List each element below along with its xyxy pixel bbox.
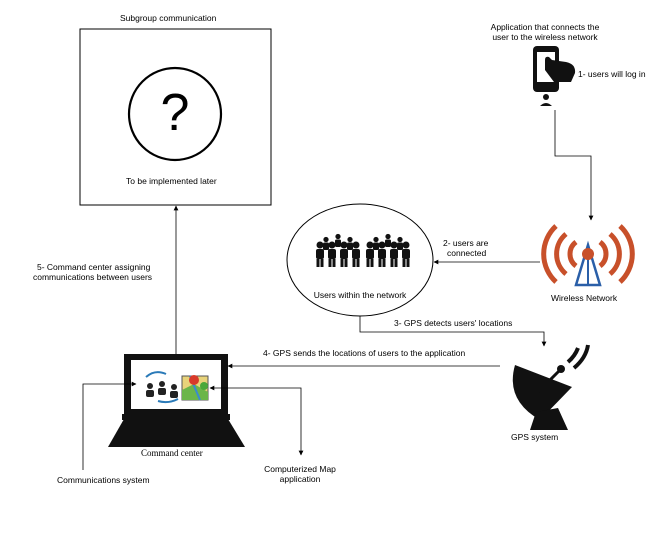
question-mark: ? <box>160 84 190 142</box>
connector-comms-system <box>82 381 137 470</box>
question-circle <box>127 66 223 162</box>
phone-touch-icon <box>533 46 576 106</box>
application-label-line1: Application that connects the <box>490 22 600 32</box>
step5-label-line1: 5- Command center assigning <box>37 262 151 272</box>
satellite-dish-icon <box>512 344 590 430</box>
subgroup-title: Subgroup communication <box>120 13 217 23</box>
step3-label: 3- GPS detects users' locations <box>394 318 513 328</box>
step2-label-line1: 2- users are <box>443 238 489 248</box>
connector-phone-to-wireless <box>554 110 594 221</box>
users-sync-icon <box>145 371 179 404</box>
subgroup-caption: To be implemented later <box>126 176 217 186</box>
wireless-tower-icon <box>541 224 635 287</box>
command-center-label: Command center <box>141 448 203 458</box>
users-group-icon <box>316 233 410 267</box>
step4-label: 4- GPS sends the locations of users to t… <box>263 348 466 358</box>
wireless-network-label: Wireless Network <box>551 293 618 303</box>
gps-system-label: GPS system <box>511 432 559 442</box>
map-application-label-line1: Computerized Map <box>264 464 336 474</box>
communications-system-label: Communications system <box>57 475 150 485</box>
step5-label-line2: communications between users <box>33 272 153 282</box>
connector-users-to-gps <box>359 316 547 347</box>
application-label-line2: user to the wireless network <box>492 32 598 42</box>
laptop-icon <box>108 354 245 447</box>
connector-map-app <box>209 385 304 456</box>
subgroup-box <box>79 28 272 206</box>
map-application-label-line2: application <box>279 474 321 484</box>
map-icon <box>181 375 209 401</box>
users-network-label: Users within the network <box>313 290 407 300</box>
step2-label-line2: connected <box>447 248 487 258</box>
step1-label: 1- users will log in <box>578 69 646 79</box>
